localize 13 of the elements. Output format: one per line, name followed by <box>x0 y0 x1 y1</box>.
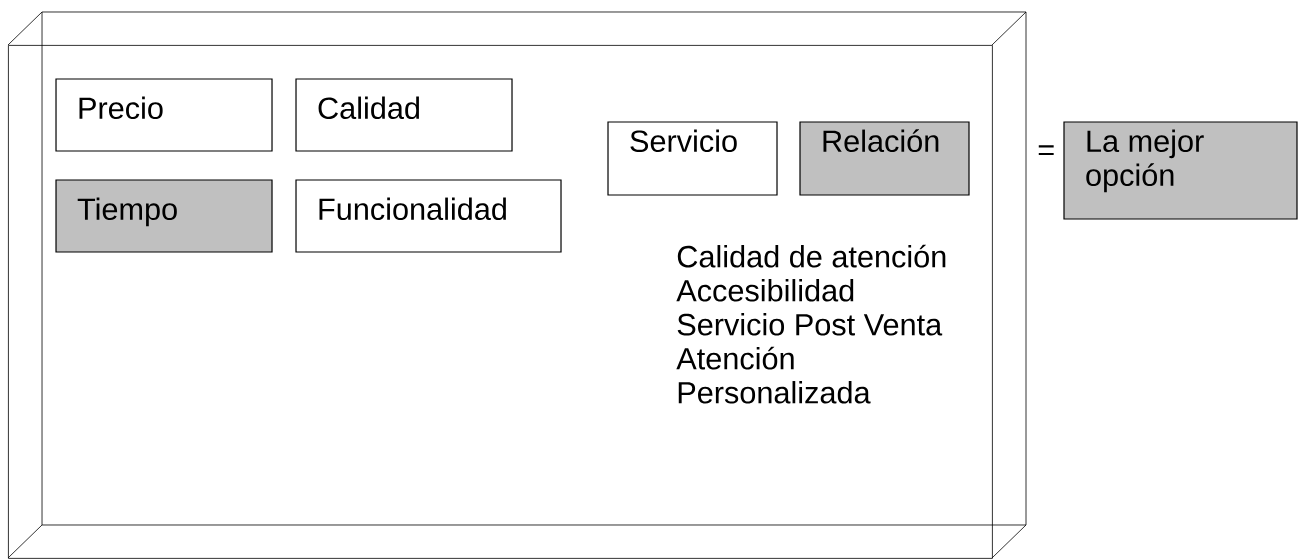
text-box: Relación <box>799 121 970 196</box>
text-box: Servicio <box>607 121 778 196</box>
frame-drawing <box>7 11 1027 559</box>
text-box: Tiempo <box>55 179 273 253</box>
text-box: Funcionalidad <box>295 179 562 253</box>
text-box: Precio <box>55 78 273 152</box>
text-box: La mejor opción <box>1063 121 1298 220</box>
list-item: Atención Personalizada <box>676 346 871 404</box>
equals-sign: = <box>1038 145 1054 156</box>
text-box: Calidad <box>295 78 513 152</box>
list-item: Accesibilidad <box>676 279 854 302</box>
list-item: Servicio Post Venta <box>677 313 943 336</box>
list-item: Calidad de atención <box>677 244 946 268</box>
